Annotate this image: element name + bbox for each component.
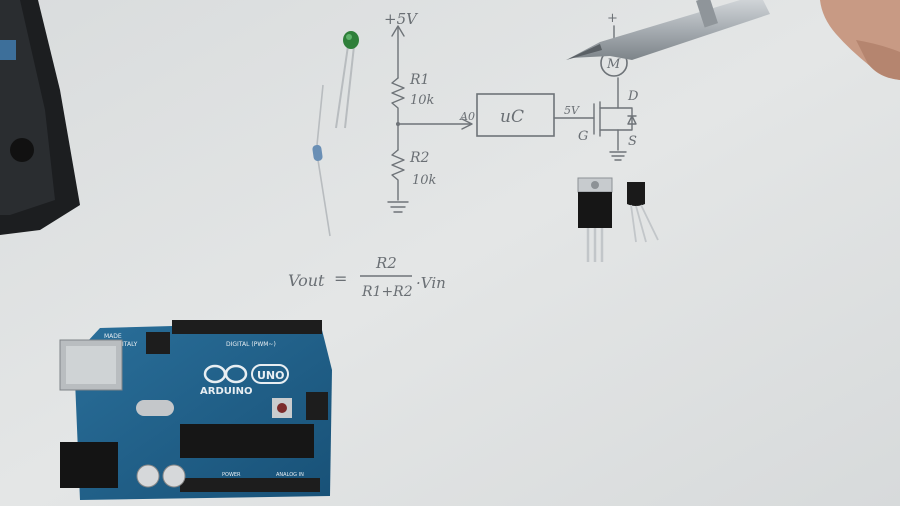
adc-pin-label: A0: [459, 110, 475, 123]
r1-value: 10k: [410, 93, 435, 108]
motor-supply-label: +: [607, 11, 618, 26]
mosfet-motor-sketch: [553, 25, 637, 161]
analog-text: ANALOG IN: [276, 472, 304, 478]
thermistor-component: [335, 31, 359, 129]
motor-label: M: [606, 57, 621, 72]
power-jack: [60, 442, 118, 488]
formula-denominator: R1+R2: [361, 284, 413, 300]
gate-label: G: [578, 129, 588, 144]
dark-device-left: [0, 0, 80, 235]
crystal: [136, 400, 174, 416]
voltage-divider-sketch: [387, 25, 473, 213]
mechanical-pencil: [566, 0, 770, 60]
arduino-logo: [203, 364, 289, 384]
icsp-header: [146, 332, 170, 354]
board-model-text: UNO: [257, 369, 285, 382]
made-text: MADE: [104, 333, 122, 340]
digital-text: DIGITAL (PWM~): [226, 341, 276, 348]
formula-lhs: Vout: [288, 271, 325, 290]
r2-value: 10k: [412, 173, 437, 188]
voltage-divider-formula: Vout = R2 R1+R2 ·Vin: [288, 254, 446, 300]
resistor-component: [312, 84, 331, 237]
digital-header: [172, 320, 322, 334]
gate-voltage-label: 5V: [564, 104, 580, 117]
atmega-chip: [180, 424, 314, 458]
r1-label: R1: [409, 72, 429, 88]
power-text: POWER: [222, 472, 241, 478]
arduino-uno-board: ARDUINO UNO MADE ITALY DIGITAL (PWM~) PO…: [59, 320, 332, 500]
capacitor: [136, 464, 160, 488]
supply-label: +5V: [384, 10, 419, 28]
italy-text: ITALY: [122, 341, 138, 348]
power-analog-header: [180, 478, 320, 492]
to220-mosfet-component: [577, 177, 613, 262]
formula-multiplier: ·Vin: [416, 274, 446, 292]
microcontroller-box: [476, 93, 555, 137]
hand: [820, 0, 900, 80]
source-label: S: [628, 134, 637, 149]
drain-label: D: [627, 89, 639, 104]
formula-numerator: R2: [375, 254, 397, 272]
to92-transistor-component: [627, 182, 659, 243]
microcontroller-label: uC: [500, 107, 524, 127]
r2-label: R2: [409, 150, 430, 166]
capacitor: [162, 464, 186, 488]
arduino-logo-text: ARDUINO: [200, 386, 252, 397]
formula-equals: =: [334, 269, 347, 288]
